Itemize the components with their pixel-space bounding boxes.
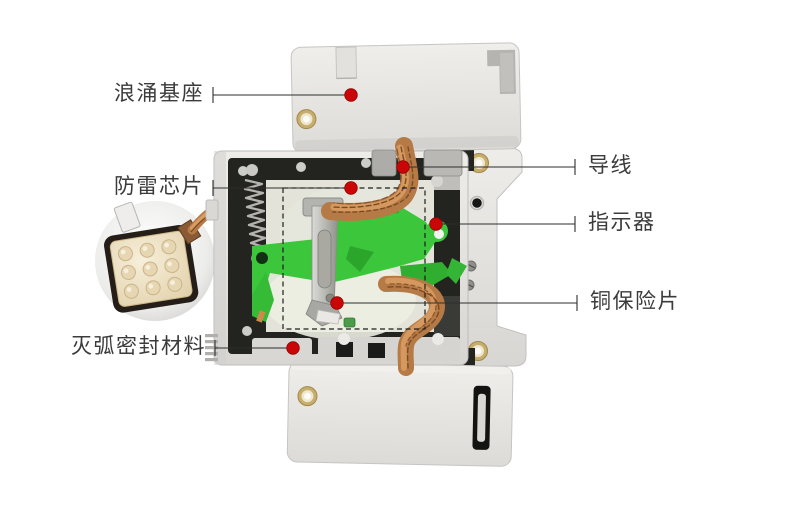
bottom-rail <box>318 333 460 361</box>
brass-eyelet <box>297 385 318 407</box>
callout-label-lightning-chip: 防雷芯片 <box>114 175 204 198</box>
callout-label-wire: 导线 <box>588 154 633 177</box>
inset-magnifier-circle <box>95 201 221 321</box>
callout-label-surge-base: 浪涌基座 <box>114 82 204 105</box>
brass-eyelet <box>296 108 317 130</box>
status-window <box>343 317 356 328</box>
internal-module <box>205 137 469 376</box>
cover-notch <box>335 46 358 80</box>
top-clamp-jaws <box>371 149 463 177</box>
side-hole <box>472 198 482 208</box>
callout-label-copper-fuse: 铜保险片 <box>590 290 680 313</box>
top-cover-module <box>290 42 522 154</box>
cover-corner-recess <box>487 49 516 95</box>
callout-label-arc-sealing: 灭弧密封材料 <box>71 335 206 358</box>
serrated-edge <box>205 334 218 362</box>
callout-label-indicator: 指示器 <box>588 211 656 234</box>
left-tab <box>205 199 219 221</box>
bottom-slot <box>472 385 491 450</box>
bottom-cover-module <box>286 361 514 467</box>
din-rail-profile <box>459 147 527 367</box>
inset-metal-tab <box>113 201 141 233</box>
mov-chip-closeup <box>104 225 199 313</box>
side-hole-rim <box>469 195 485 211</box>
